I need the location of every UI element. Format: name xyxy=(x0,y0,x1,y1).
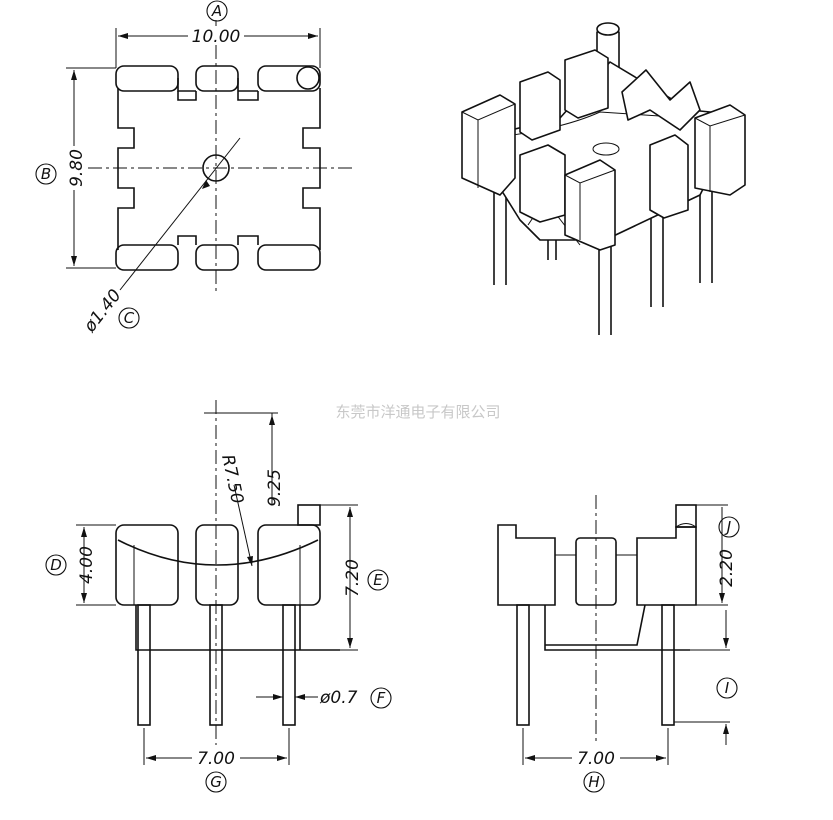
iso-view xyxy=(461,22,746,335)
dim-body-height: 7.20 xyxy=(343,559,363,597)
dim-pin-dia: ø0.7 xyxy=(319,688,358,708)
label-d: D xyxy=(50,556,62,574)
side-view: 2.20 J I 7.00 H xyxy=(497,495,740,793)
label-c: C xyxy=(124,309,135,327)
dim-slot-depth: 4.00 xyxy=(77,546,97,584)
dim-total-height: 9.25 xyxy=(265,469,285,507)
dim-pin-span-front: 7.00 xyxy=(197,749,235,769)
label-b: B xyxy=(41,165,51,183)
label-a: A xyxy=(211,2,222,20)
label-i: I xyxy=(725,679,730,697)
dim-depth: 9.80 xyxy=(67,149,87,187)
label-f: F xyxy=(377,689,386,707)
front-view: 9.25 R7.50 4.00 D 7.20 E ø0.7 F 7 xyxy=(45,400,392,793)
label-e: E xyxy=(373,571,383,589)
watermark: 东莞市洋通电子有限公司 xyxy=(335,403,500,421)
label-j: J xyxy=(724,518,731,536)
dim-width: 10.00 xyxy=(192,27,241,47)
label-h: H xyxy=(588,773,599,791)
dim-tab-height: 2.20 xyxy=(717,549,737,587)
label-g: G xyxy=(210,773,222,791)
dim-pin-span-side: 7.00 xyxy=(577,749,615,769)
dim-hole: ø1.40 xyxy=(80,286,126,337)
top-view: 10.00 A 9.80 B ø1.40 C xyxy=(35,0,355,337)
dim-radius: R7.50 xyxy=(217,453,247,506)
